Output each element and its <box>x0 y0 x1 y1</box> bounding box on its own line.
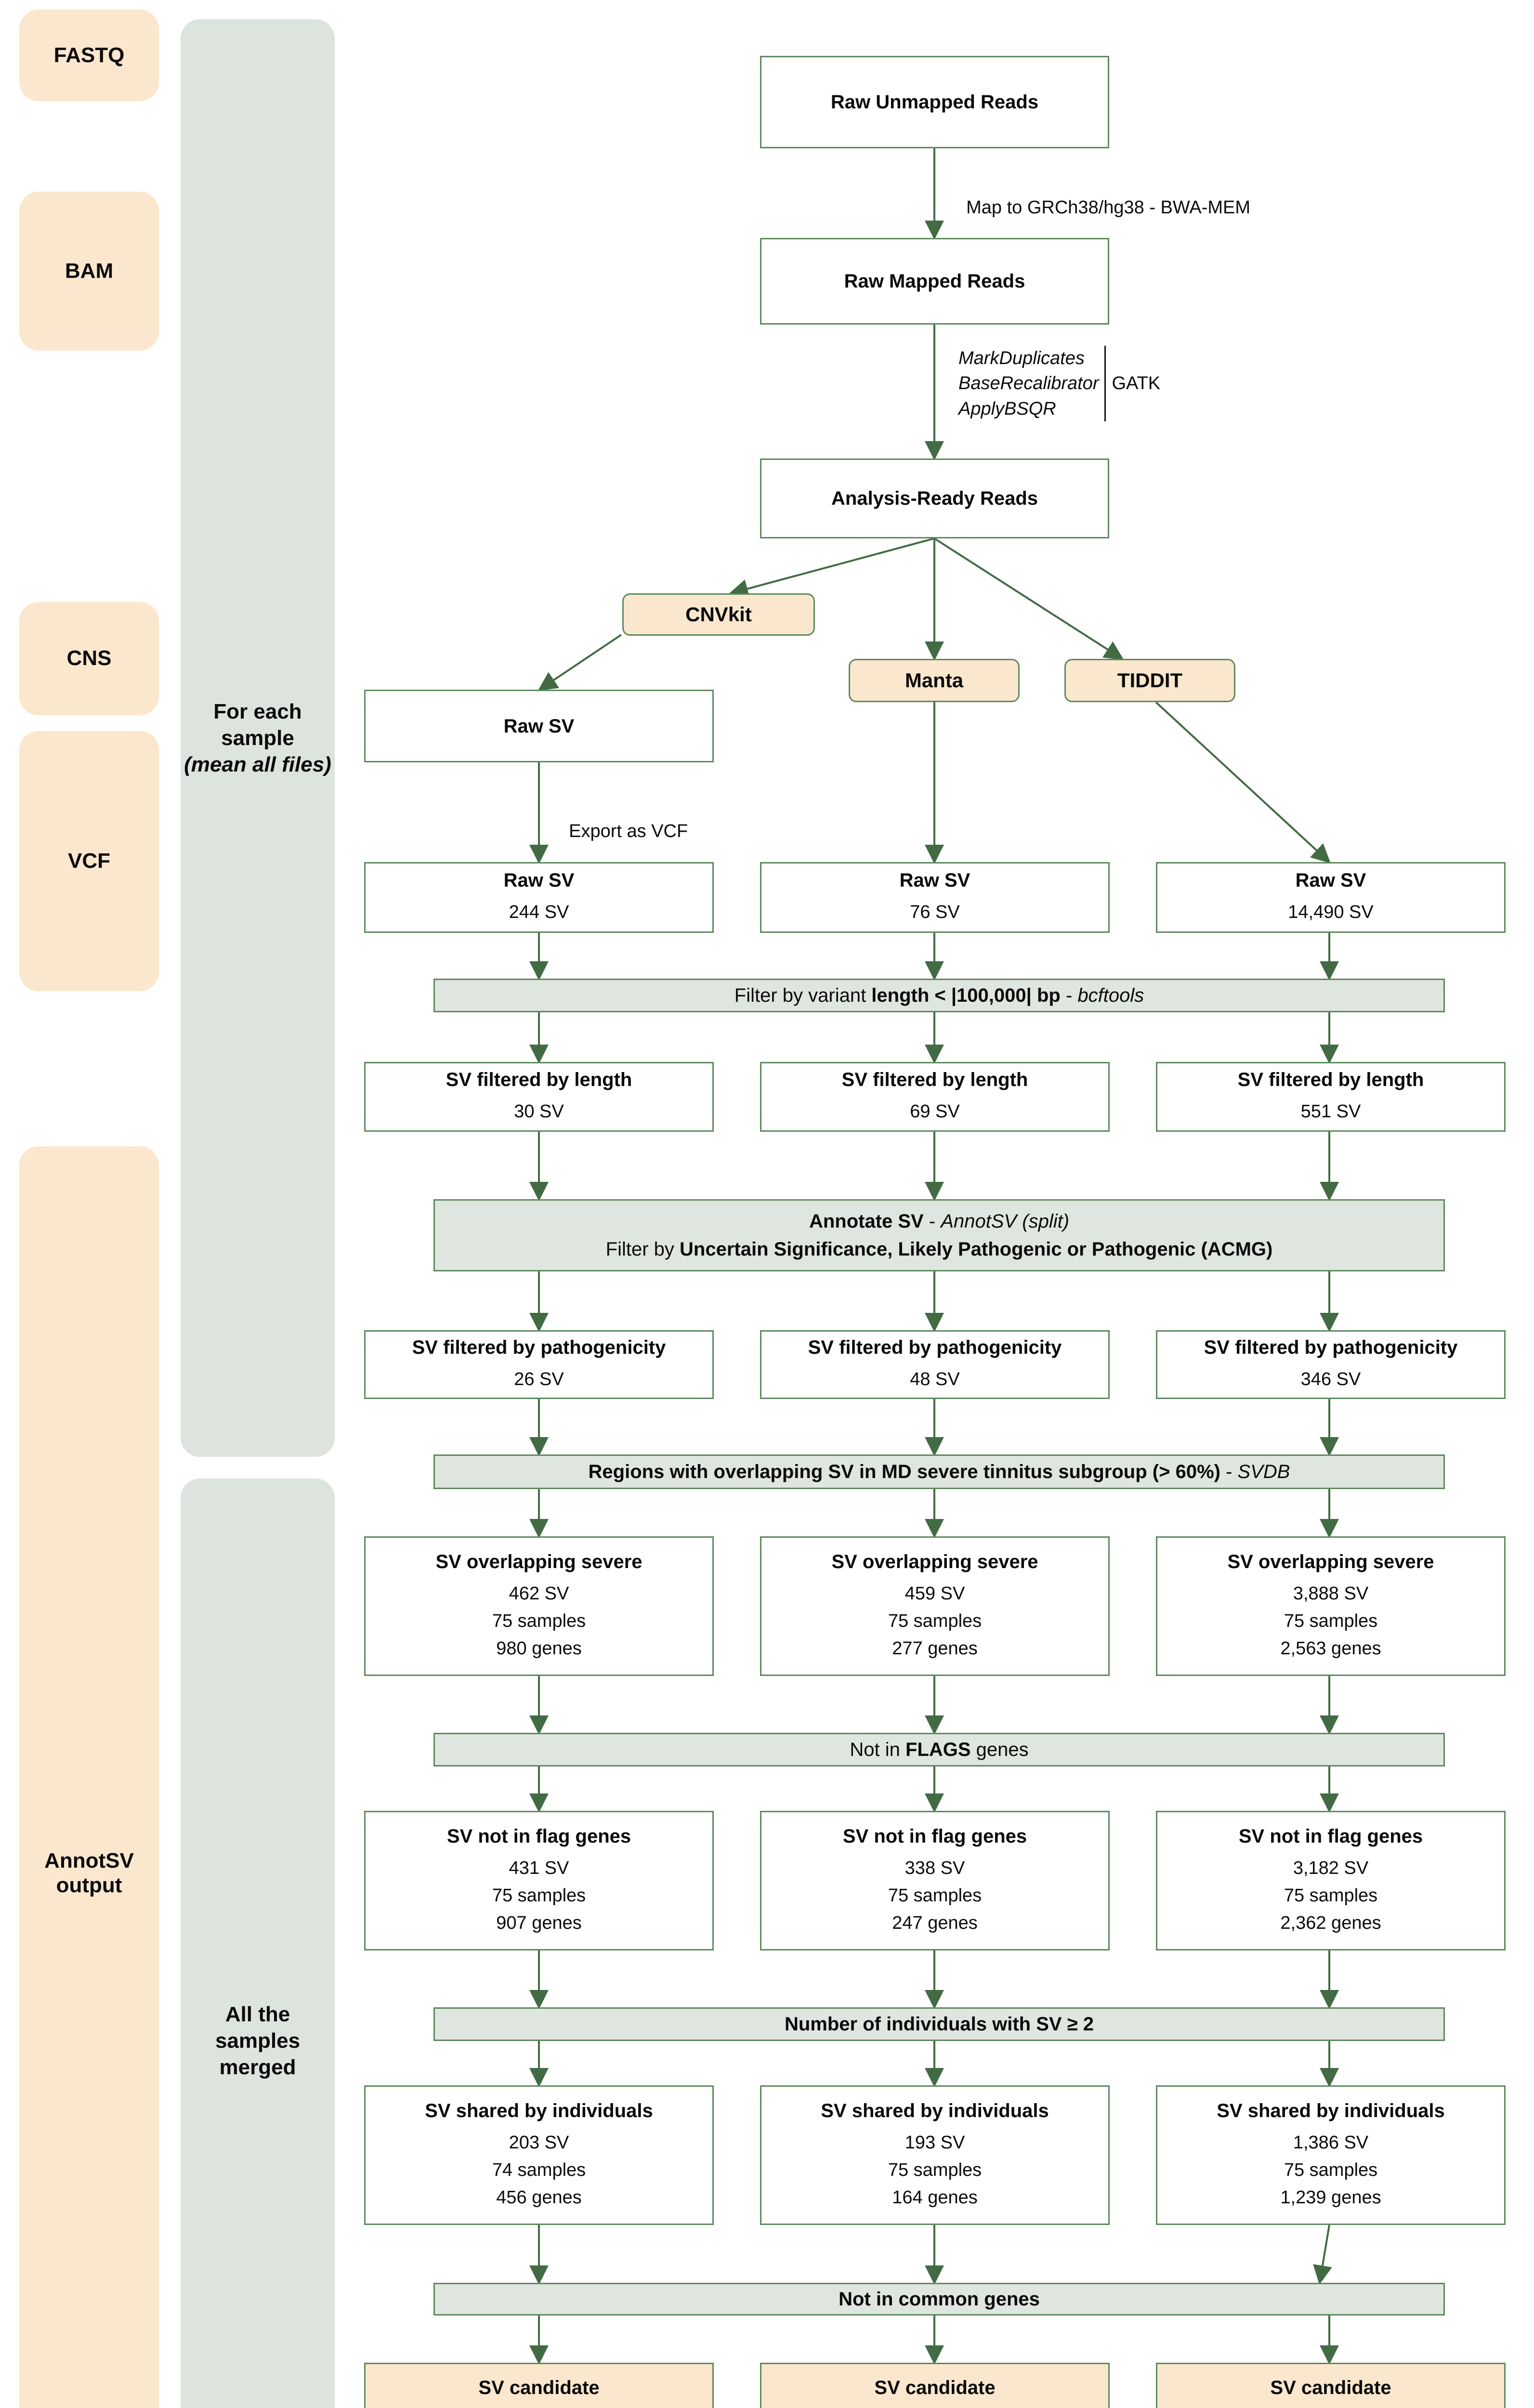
scope-for-each-sample-note: (mean all files) <box>184 753 331 776</box>
tool-chip-cnvkit[interactable]: CNVkit <box>622 593 815 636</box>
stage-label-annotsv-output-text: AnnotSV output <box>44 1849 134 1897</box>
stage-label-cns-text: CNS <box>66 646 112 670</box>
edge-label-gatk-group: MarkDuplicates BaseRecalibrator ApplyBSQ… <box>958 346 1161 422</box>
node-sv-shared-by-individuals-cnvkit[interactable]: SV shared by individuals 203 SV 74 sampl… <box>364 2085 714 2225</box>
node-sv-filtered-by-length-cnvkit[interactable]: SV filtered by length 30 SV <box>364 1062 714 1132</box>
node-sv-filtered-by-pathogenicity-tiddit[interactable]: SV filtered by pathogenicity 346 SV <box>1156 1330 1506 1399</box>
gatk-step-baserecalibrator: BaseRecalibrator <box>958 373 1099 394</box>
gatk-step-markduplicates: MarkDuplicates <box>958 348 1085 368</box>
node-sv-shared-by-individuals-tiddit[interactable]: SV shared by individuals 1,386 SV 75 sam… <box>1156 2085 1506 2225</box>
node-sv-not-in-flag-genes-manta[interactable]: SV not in flag genes 338 SV 75 samples 2… <box>760 1811 1110 1950</box>
node-raw-sv-tiddit[interactable]: Raw SV 14,490 SV <box>1156 862 1506 933</box>
gatk-label: GATK <box>1112 373 1161 394</box>
node-sv-candidate-manta[interactable]: SV candidate 6 SV 9 samples 10 genes <box>760 2363 1110 2408</box>
scope-for-each-sample: For each sample (mean all files) <box>181 19 335 1457</box>
stage-label-bam-text: BAM <box>65 259 114 283</box>
node-sv-candidate-cnvkit[interactable]: SV candidate 30 SV 31 samples 66 genes <box>364 2363 714 2408</box>
edge-label-export-as-vcf: Export as VCF <box>569 821 688 842</box>
gatk-brace-line <box>1104 346 1106 422</box>
node-raw-unmapped-reads[interactable]: Raw Unmapped Reads <box>760 56 1109 148</box>
node-sv-overlapping-severe-tiddit[interactable]: SV overlapping severe 3,888 SV 75 sample… <box>1156 1536 1506 1676</box>
tool-chip-manta[interactable]: Manta <box>849 659 1020 702</box>
node-sv-candidate-tiddit[interactable]: SV candidate 75 SV 75 samples 63 genes <box>1156 2363 1506 2408</box>
node-raw-mapped-reads[interactable]: Raw Mapped Reads <box>760 238 1109 325</box>
filter-bar-not-in-common-genes[interactable]: Not in common genes <box>433 2283 1445 2316</box>
filter-bar-overlapping-regions[interactable]: Regions with overlapping SV in MD severe… <box>433 1454 1445 1489</box>
node-raw-mapped-reads-title: Raw Mapped Reads <box>844 271 1025 292</box>
node-raw-unmapped-reads-title: Raw Unmapped Reads <box>830 92 1039 113</box>
node-raw-sv-manta[interactable]: Raw SV 76 SV <box>760 862 1110 933</box>
node-sv-overlapping-severe-cnvkit[interactable]: SV overlapping severe 462 SV 75 samples … <box>364 1536 714 1676</box>
node-sv-filtered-by-length-tiddit[interactable]: SV filtered by length 551 SV <box>1156 1062 1506 1132</box>
edge-label-map-to-reference: Map to GRCh38/hg38 - BWA-MEM <box>966 197 1251 218</box>
filter-bar-annotate-line1: Annotate SV - AnnotSV (split) <box>809 1211 1070 1232</box>
stage-label-annotsv-output: AnnotSV output <box>19 1146 159 2408</box>
filter-bar-annotate-sv[interactable]: Annotate SV - AnnotSV (split) Filter by … <box>433 1199 1445 1271</box>
node-sv-filtered-by-length-manta[interactable]: SV filtered by length 69 SV <box>760 1062 1110 1132</box>
stage-label-bam: BAM <box>19 192 159 351</box>
node-sv-not-in-flag-genes-cnvkit[interactable]: SV not in flag genes 431 SV 75 samples 9… <box>364 1811 714 1950</box>
tool-chip-cnvkit-label: CNVkit <box>685 603 752 626</box>
tool-chip-tiddit[interactable]: TIDDIT <box>1064 659 1235 702</box>
gatk-step-list: MarkDuplicates BaseRecalibrator ApplyBSQ… <box>958 346 1099 421</box>
stage-label-vcf: VCF <box>19 731 159 991</box>
node-cnvkit-raw-sv-title: Raw SV <box>503 715 575 737</box>
gatk-step-applybsqr: ApplyBSQR <box>958 398 1056 419</box>
stage-label-fastq-text: FASTQ <box>53 43 125 67</box>
node-raw-sv-cnvkit[interactable]: Raw SV 244 SV <box>364 862 714 933</box>
scope-for-each-sample-label: For each sample <box>213 700 302 750</box>
stage-label-vcf-text: VCF <box>68 849 110 873</box>
node-sv-filtered-by-pathogenicity-cnvkit[interactable]: SV filtered by pathogenicity 26 SV <box>364 1330 714 1399</box>
node-sv-shared-by-individuals-manta[interactable]: SV shared by individuals 193 SV 75 sampl… <box>760 2085 1110 2225</box>
scope-all-samples-merged-label: All the samples merged <box>215 2002 301 2079</box>
node-sv-not-in-flag-genes-tiddit[interactable]: SV not in flag genes 3,182 SV 75 samples… <box>1156 1811 1506 1950</box>
filter-bar-not-in-flags-genes[interactable]: Not in FLAGS genes <box>433 1733 1445 1767</box>
scope-all-samples-merged: All the samples merged <box>181 1479 335 2408</box>
tool-chip-tiddit-label: TIDDIT <box>1117 669 1183 692</box>
stage-label-cns: CNS <box>19 602 159 715</box>
node-sv-filtered-by-pathogenicity-manta[interactable]: SV filtered by pathogenicity 48 SV <box>760 1330 1110 1399</box>
filter-bar-annotate-line2: Filter by Uncertain Significance, Likely… <box>605 1239 1273 1260</box>
node-analysis-ready-reads[interactable]: Analysis-Ready Reads <box>760 458 1109 538</box>
node-sv-overlapping-severe-manta[interactable]: SV overlapping severe 459 SV 75 samples … <box>760 1536 1110 1676</box>
filter-bar-length[interactable]: Filter by variant length < |100,000| bp … <box>433 979 1445 1012</box>
node-cnvkit-raw-sv[interactable]: Raw SV <box>364 690 714 762</box>
node-analysis-ready-reads-title: Analysis-Ready Reads <box>831 488 1038 509</box>
tool-chip-manta-label: Manta <box>905 669 964 692</box>
filter-bar-number-of-individuals[interactable]: Number of individuals with SV ≥ 2 <box>433 2007 1445 2041</box>
stage-label-fastq: FASTQ <box>19 10 159 101</box>
